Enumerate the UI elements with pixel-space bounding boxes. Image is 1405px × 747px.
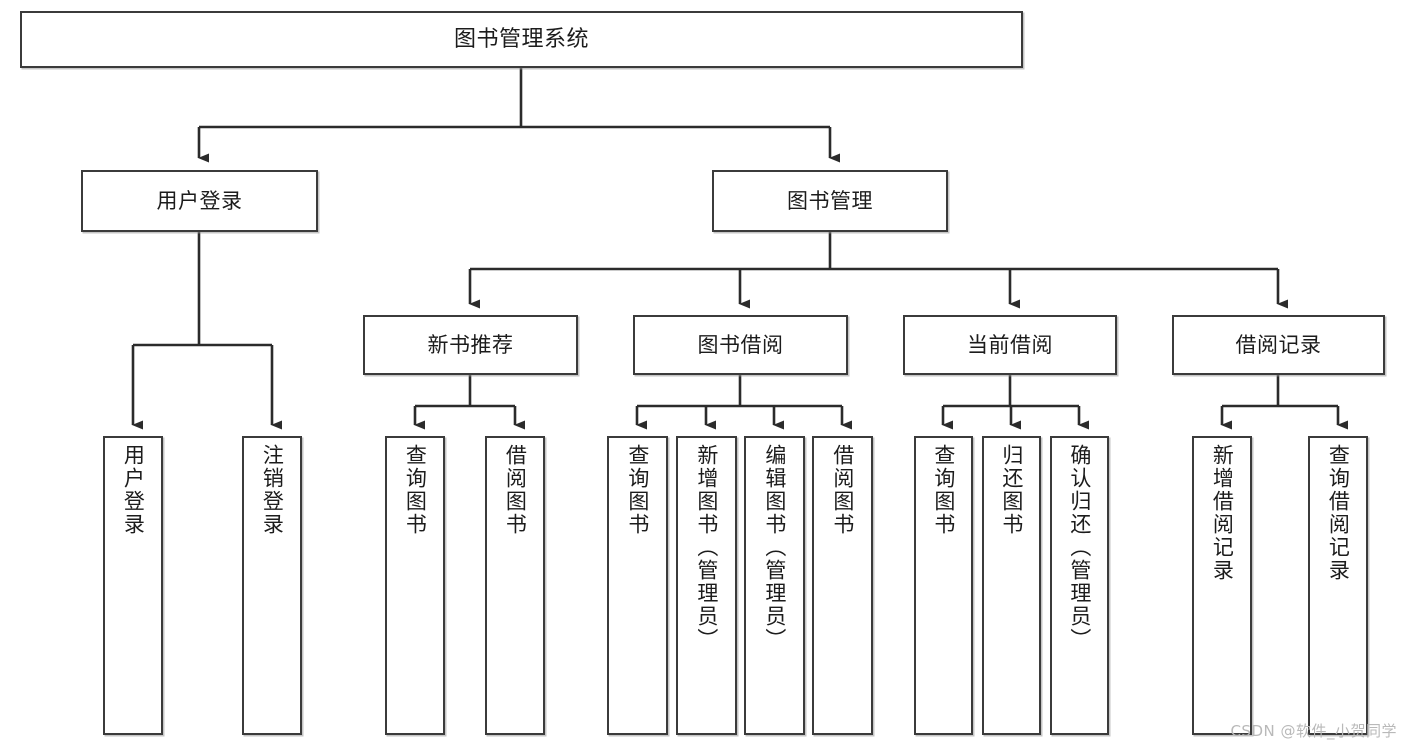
node-label: 查询借阅记录 <box>1326 444 1351 582</box>
leaf-user-login[interactable]: 用户登录 <box>103 436 163 735</box>
node-label: 用户登录 <box>121 444 146 536</box>
leaf-current-return[interactable]: 归还图书 <box>982 436 1041 735</box>
leaf-user-logout[interactable]: 注销登录 <box>242 436 302 735</box>
leaf-borrow-query[interactable]: 查询图书 <box>607 436 668 735</box>
node-label: 新书推荐 <box>427 332 514 357</box>
leaf-borrow-edit-book[interactable]: 编辑图书（管理员） <box>744 436 805 735</box>
leaf-newbook-borrow[interactable]: 借阅图书 <box>485 436 545 735</box>
node-label: 归还图书 <box>999 444 1024 536</box>
leaf-borrow-lend-book[interactable]: 借阅图书 <box>812 436 873 735</box>
node-label: 新增借阅记录 <box>1210 444 1235 582</box>
node-book-management[interactable]: 图书管理 <box>712 170 948 232</box>
node-label: 查询图书 <box>931 444 956 536</box>
node-label: 借阅记录 <box>1235 332 1322 357</box>
leaf-newbook-query[interactable]: 查询图书 <box>385 436 445 735</box>
leaf-current-query[interactable]: 查询图书 <box>914 436 973 735</box>
node-label: 图书借阅 <box>697 332 784 357</box>
node-label: 用户登录 <box>156 188 243 213</box>
node-new-book-recommend[interactable]: 新书推荐 <box>363 315 578 375</box>
node-root-system[interactable]: 图书管理系统 <box>20 11 1023 68</box>
node-label: 图书管理 <box>787 188 873 213</box>
node-label: 借阅图书 <box>830 444 855 536</box>
node-borrow-records[interactable]: 借阅记录 <box>1172 315 1385 375</box>
node-label: 查询图书 <box>625 444 650 536</box>
node-user-login[interactable]: 用户登录 <box>81 170 318 232</box>
node-book-borrow[interactable]: 图书借阅 <box>633 315 848 375</box>
leaf-records-query[interactable]: 查询借阅记录 <box>1308 436 1368 735</box>
leaf-borrow-add-book[interactable]: 新增图书（管理员） <box>676 436 737 735</box>
node-label: 当前借阅 <box>967 332 1053 357</box>
node-current-borrow[interactable]: 当前借阅 <box>903 315 1117 375</box>
node-label: 查询图书 <box>403 444 428 536</box>
node-label: 确认归还（管理员） <box>1067 444 1092 651</box>
leaf-records-add[interactable]: 新增借阅记录 <box>1192 436 1252 735</box>
leaf-current-confirm-return[interactable]: 确认归还（管理员） <box>1050 436 1109 735</box>
node-label: 新增图书（管理员） <box>694 444 719 651</box>
node-label: 图书管理系统 <box>453 26 589 52</box>
csdn-watermark: CSDN @软件_小贺同学 <box>1230 722 1397 740</box>
node-label: 编辑图书（管理员） <box>762 444 787 651</box>
node-label: 注销登录 <box>260 444 285 536</box>
node-label: 借阅图书 <box>503 444 528 536</box>
